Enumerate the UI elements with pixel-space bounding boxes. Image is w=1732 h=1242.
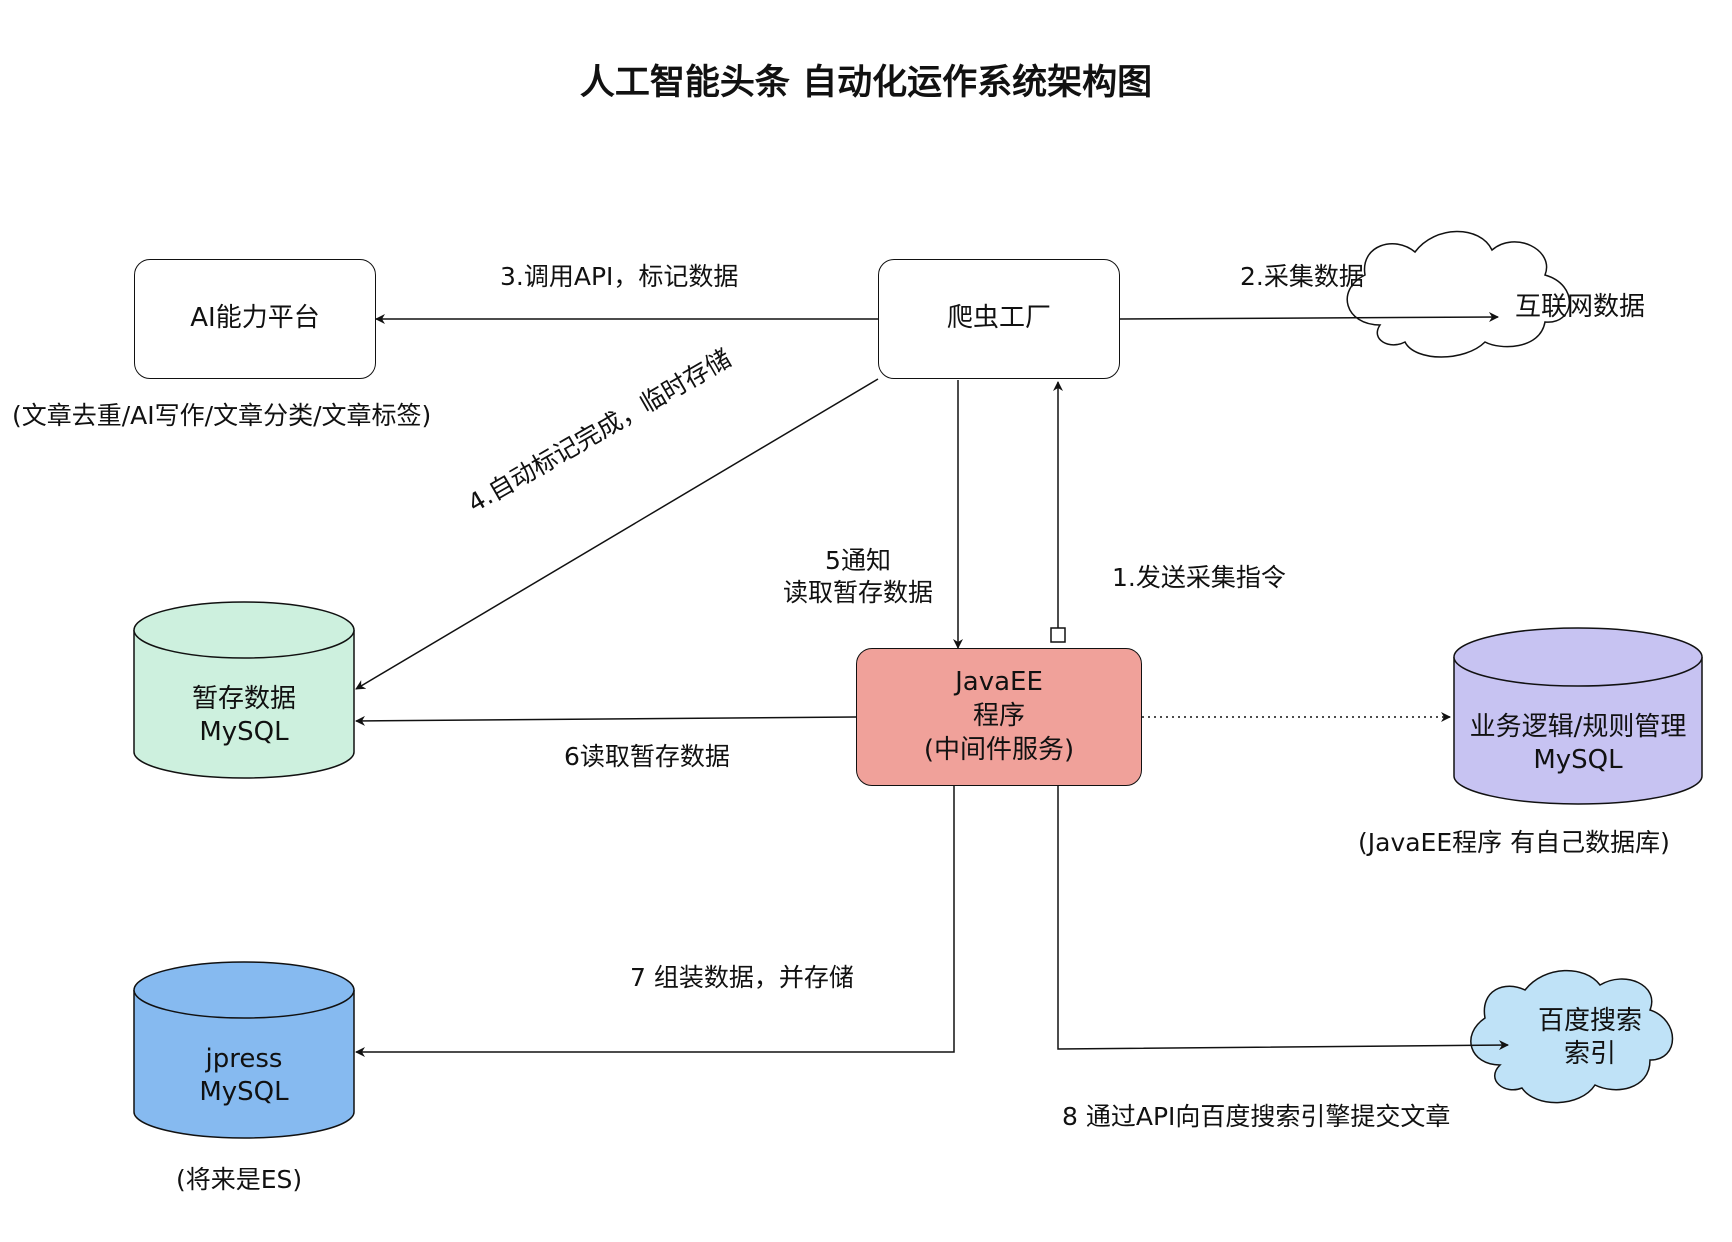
temp-db-line1: 暂存数据 <box>191 683 296 714</box>
diagram-title: 人工智能头条 自动化运作系统架构图 <box>579 63 1153 103</box>
temp-db-node: 暂存数据 MySQL <box>134 676 354 756</box>
baidu-line1: 百度搜索 <box>1537 1005 1642 1036</box>
baidu-line2: 索引 <box>1563 1039 1616 1069</box>
biz-db-caption: (JavaEE程序 有自己数据库) <box>1358 828 1670 857</box>
temp-db-cylinder <box>133 601 355 779</box>
edge-2-arrow <box>1119 312 1499 323</box>
biz-db-line2: MySQL <box>1533 745 1623 775</box>
temp-db-line2: MySQL <box>199 717 289 747</box>
ai-platform-label: AI能力平台 <box>190 303 320 334</box>
edge-2-label: 2.采集数据 <box>1240 262 1364 291</box>
internet-cloud-shape <box>1346 230 1571 358</box>
biz-db-cylinder <box>1453 627 1703 805</box>
baidu-cloud-shape <box>1470 969 1674 1104</box>
javaee-node: JavaEE 程序 (中间件服务) <box>856 648 1142 786</box>
edge-6-arrow <box>355 715 857 726</box>
jpress-db-line1: jpress <box>205 1043 283 1074</box>
jpress-db-line2: MySQL <box>199 1077 289 1107</box>
baidu-node: 百度搜索 索引 <box>1490 1000 1690 1076</box>
crawler-label: 爬虫工厂 <box>946 303 1051 334</box>
edge-5-line2: 读取暂存数据 <box>782 578 933 607</box>
biz-db-line1: 业务逻辑/规则管理 <box>1469 711 1687 742</box>
edge-1-start-square <box>1050 627 1066 643</box>
edge-5-line1: 5通知 <box>825 546 891 575</box>
biz-db-node: 业务逻辑/规则管理 MySQL <box>1454 704 1702 784</box>
internet-node: 互联网数据 <box>1480 288 1680 328</box>
ai-platform-node: AI能力平台 <box>134 259 376 379</box>
ai-platform-caption: (文章去重/AI写作/文章分类/文章标签) <box>12 401 432 430</box>
edge-8-arrow <box>1057 786 1509 1051</box>
edge-8-label: 8 通过API向百度搜索引擎提交文章 <box>1062 1102 1451 1131</box>
javaee-line1: JavaEE <box>955 667 1043 698</box>
edge-3-label: 3.调用API，标记数据 <box>500 262 739 291</box>
edge-6-label: 6读取暂存数据 <box>564 742 730 771</box>
jpress-db-cylinder <box>133 961 355 1139</box>
jpress-db-caption: (将来是ES) <box>176 1165 303 1194</box>
internet-label: 互联网数据 <box>1514 292 1645 323</box>
crawler-node: 爬虫工厂 <box>878 259 1120 379</box>
edge-1-label: 1.发送采集指令 <box>1112 563 1286 592</box>
jpress-db-node: jpress MySQL <box>134 1036 354 1116</box>
edge-7-arrow <box>355 786 955 1057</box>
edge-7-label: 7 组装数据，并存储 <box>630 963 854 992</box>
edge-5-label: 5通知 读取暂存数据 <box>768 542 948 612</box>
javaee-line3: (中间件服务) <box>923 734 1075 765</box>
javaee-line2: 程序 <box>972 701 1025 732</box>
edge-4-arrow <box>355 378 879 690</box>
